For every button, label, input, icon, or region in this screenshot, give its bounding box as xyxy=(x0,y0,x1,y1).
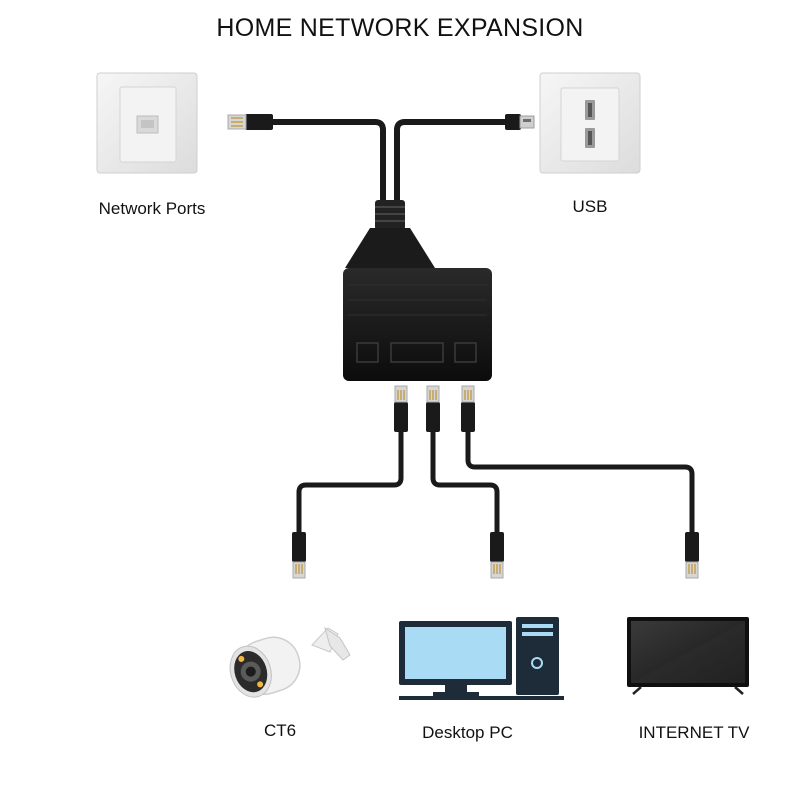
ethernet-splitter-hub-icon xyxy=(343,200,492,381)
security-camera-icon xyxy=(229,626,351,698)
ct6-label: CT6 xyxy=(263,721,297,740)
rj45-plug-icon xyxy=(227,114,273,130)
device-plug-1 xyxy=(292,532,306,579)
internet-tv-label: INTERNET TV xyxy=(638,723,750,742)
usb-wall-socket-icon xyxy=(539,72,641,174)
input-cables xyxy=(267,119,511,208)
ethernet-wall-plate-icon xyxy=(96,72,198,174)
hub-output-plug-3 xyxy=(461,385,475,432)
desktop-pc-label: Desktop PC xyxy=(422,723,513,742)
hub-output-plug-2 xyxy=(426,385,440,432)
device-plug-3 xyxy=(685,532,699,579)
usb-label: USB xyxy=(572,197,608,216)
hub-output-plug-1 xyxy=(394,385,408,432)
diagram-title: HOME NETWORK EXPANSION xyxy=(216,14,584,42)
output-cables xyxy=(296,427,695,535)
desktop-pc-icon xyxy=(399,617,564,700)
network-ports-label: Network Ports xyxy=(98,199,206,218)
internet-tv-icon xyxy=(627,617,749,695)
device-plug-2 xyxy=(490,532,504,579)
usb-plug-icon xyxy=(505,114,535,130)
